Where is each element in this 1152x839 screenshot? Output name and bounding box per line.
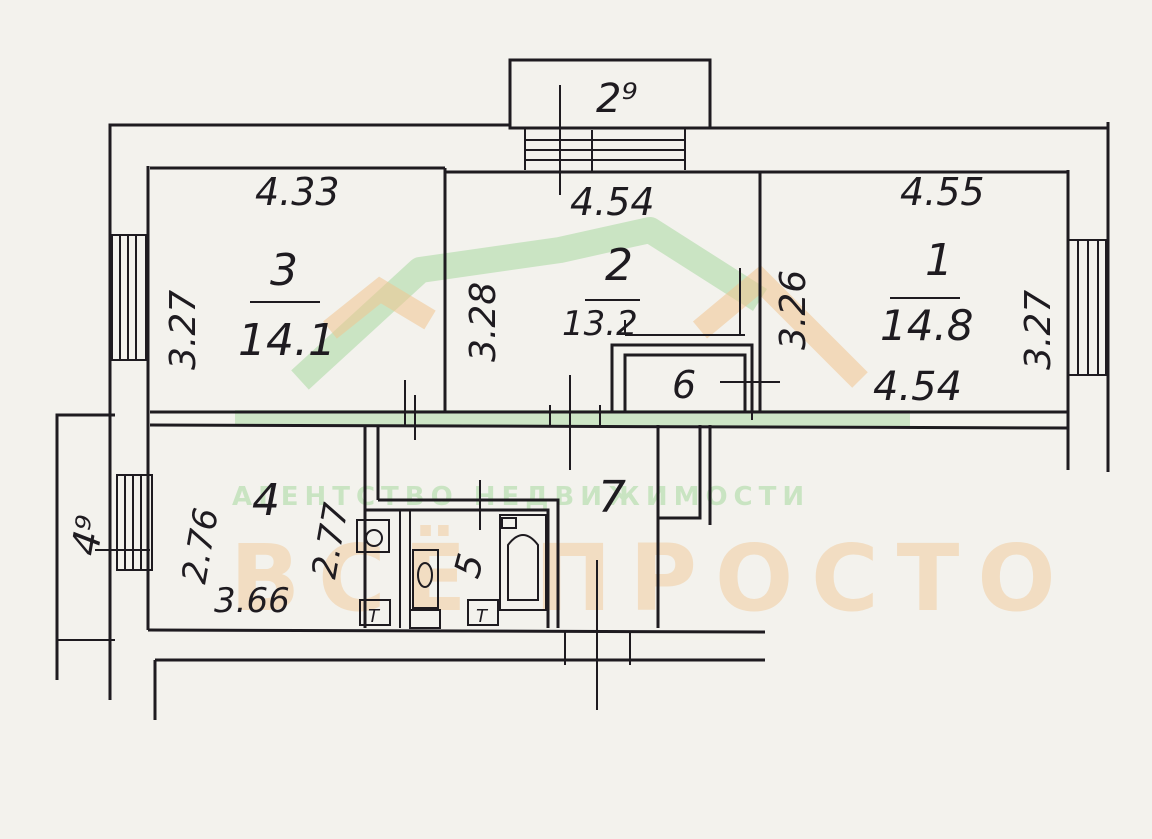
room-4-left-dim: 2.76	[174, 505, 227, 586]
room-6-number: 6	[672, 363, 696, 407]
room-1-top-dim: 4.55	[900, 170, 985, 214]
left-window	[111, 234, 147, 361]
room-2-left-dim: 3.28	[463, 282, 504, 362]
kitchen-sink	[356, 519, 390, 553]
room-7-number: 7	[598, 472, 626, 523]
room-1: 4.55 1 14.8 4.54 3.26 3.27	[773, 170, 1059, 410]
stove-right-label: Т	[476, 606, 489, 627]
room-2-top-dim: 4.54	[570, 180, 655, 224]
room-2-area: 13.2	[562, 304, 638, 344]
room-1-left-dim: 3.26	[773, 270, 814, 350]
watermark-bar	[235, 410, 910, 426]
room-4: 4 3.66 2.76 2.77	[174, 475, 357, 621]
room-1-bottom-dim: 4.54	[873, 364, 962, 410]
top-balcony-area-label: 2⁹	[596, 76, 637, 122]
watermark-roof-green	[291, 217, 767, 390]
room-3-area: 14.1	[238, 315, 336, 366]
room-1-right-dim: 3.27	[1018, 290, 1059, 370]
closet-walls	[610, 343, 780, 420]
watermark: АГЕНТСТВО НЕДВИЖИМОСТИ ВСЁ ПРОСТО	[230, 217, 1056, 632]
room-7: 7	[598, 472, 626, 523]
room-4-number: 4	[252, 475, 280, 526]
left-balcony: 4⁹	[55, 413, 153, 680]
room-3-top-dim: 4.33	[255, 170, 340, 214]
stove-right: Т	[467, 599, 499, 627]
toilet	[409, 549, 441, 629]
room-6: 6	[672, 363, 696, 407]
room-1-number: 1	[925, 235, 953, 286]
room-4-bottom-dim: 3.66	[214, 581, 290, 621]
stove-left: Т	[359, 599, 391, 627]
interior-walls	[149, 168, 1069, 710]
room-3: 4.33 3 14.1 3.27	[163, 170, 340, 370]
watermark-roof-orange	[323, 276, 436, 339]
top-balcony: 2⁹	[508, 58, 712, 195]
room-1-area: 14.8	[880, 301, 974, 350]
room-2-number: 2	[605, 240, 633, 291]
room-3-left-dim: 3.27	[163, 290, 204, 370]
outer-walls	[108, 122, 1110, 720]
right-window	[1067, 239, 1107, 376]
room2-niche	[624, 268, 745, 336]
room-3-number: 3	[270, 245, 298, 296]
stove-left-label: Т	[368, 606, 381, 627]
bathtub	[499, 514, 547, 611]
room-2: 4.54 2 13.2 3.28	[463, 180, 655, 362]
left-balcony-area-label: 4⁹	[63, 512, 113, 558]
